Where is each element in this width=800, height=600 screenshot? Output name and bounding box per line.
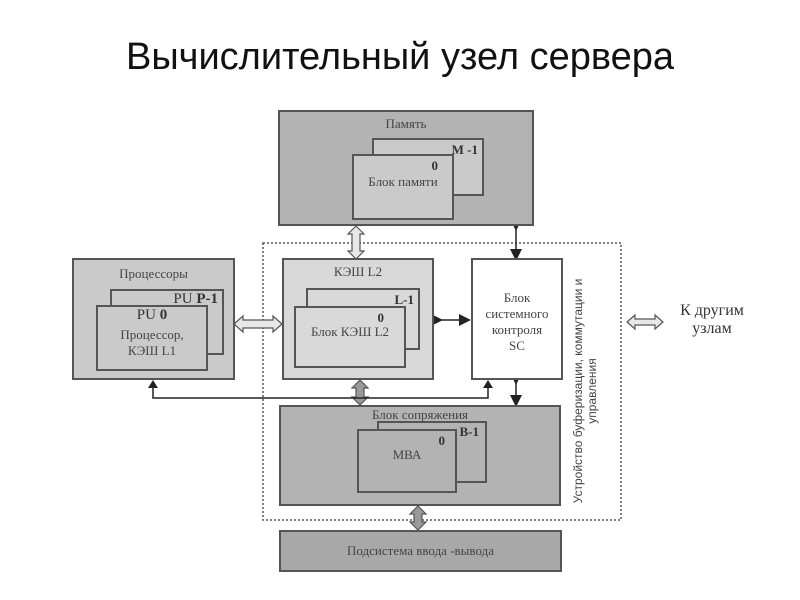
bus-line bbox=[152, 384, 489, 399]
cache-l2-label: КЭШ L2 bbox=[333, 264, 383, 279]
memory-block: Память M -1 0 Блок памяти bbox=[278, 110, 534, 226]
processor-front-tag: PU 0 bbox=[98, 307, 206, 324]
memory-label: Память bbox=[385, 116, 427, 131]
switch-unit-border bbox=[262, 242, 622, 521]
processor-front-label-2: КЭШ L1 bbox=[127, 343, 177, 358]
memory-back-tag: M -1 bbox=[451, 142, 478, 157]
interface-back-tag: B-1 bbox=[459, 424, 480, 439]
memory-cache-arrow bbox=[346, 225, 366, 260]
cache-back-tag: L-1 bbox=[394, 292, 415, 307]
other-nodes-label: К другим узлам bbox=[672, 302, 752, 338]
interface-front-label: МВА bbox=[392, 447, 422, 462]
cache-front-label: Блок КЭШ L2 bbox=[310, 324, 390, 339]
memory-front-label: Блок памяти bbox=[368, 174, 438, 189]
cache-interface-arrow bbox=[350, 379, 370, 406]
switch-unit-label-line-2: управления bbox=[585, 358, 599, 424]
pu-label: PU bbox=[136, 307, 156, 323]
memory-unit-front: 0 Блок памяти bbox=[352, 154, 454, 220]
io-subsystem-block: Подсистема ввода -вывода bbox=[279, 530, 562, 572]
interface-unit-front: 0 МВА bbox=[357, 429, 457, 493]
interface-front-tag: 0 bbox=[438, 433, 446, 448]
cache-l2-block: КЭШ L2 L-1 0 Блок КЭШ L2 bbox=[282, 258, 434, 380]
interface-label: Блок сопряжения bbox=[371, 407, 469, 422]
other-nodes-arrow bbox=[626, 313, 664, 331]
cache-unit-front: 0 Блок КЭШ L2 bbox=[294, 306, 406, 368]
other-nodes-line-2: узлам bbox=[692, 320, 732, 337]
sc-line-2: системного bbox=[485, 306, 549, 321]
system-control-block: Блок системного контроля SC bbox=[471, 258, 563, 380]
other-nodes-line-1: К другим bbox=[680, 302, 744, 319]
interface-io-arrow bbox=[408, 505, 428, 531]
pu-index: 0 bbox=[159, 307, 168, 323]
processors-label: Процессоры bbox=[119, 266, 188, 281]
interface-block: Блок сопряжения B-1 0 МВА bbox=[279, 405, 561, 506]
sc-line-3: контроля bbox=[491, 322, 543, 337]
pu-label: PU bbox=[173, 291, 193, 307]
processor-unit-front: PU 0 Процессор, КЭШ L1 bbox=[96, 305, 208, 371]
sc-line-4: SC bbox=[509, 338, 525, 353]
switch-unit-label-line-1: Устройство буферизации, коммутации и bbox=[571, 278, 585, 504]
processor-front-label-1: Процессор, bbox=[120, 327, 184, 342]
processors-block: Процессоры PU P-1 PU 0 Процессор, КЭШ L1 bbox=[72, 258, 235, 380]
cache-front-tag: 0 bbox=[377, 310, 385, 325]
switch-unit-label: Устройство буферизации, коммутации и упр… bbox=[571, 251, 601, 531]
memory-front-tag: 0 bbox=[431, 158, 439, 173]
processor-back-tag: PU P-1 bbox=[173, 291, 218, 308]
io-subsystem-label: Подсистема ввода -вывода bbox=[347, 543, 494, 558]
sc-line-1: Блок bbox=[503, 290, 531, 305]
pu-index: P-1 bbox=[196, 291, 218, 307]
page-title: Вычислительный узел сервера bbox=[125, 36, 674, 78]
processors-cache-arrow bbox=[233, 314, 283, 334]
